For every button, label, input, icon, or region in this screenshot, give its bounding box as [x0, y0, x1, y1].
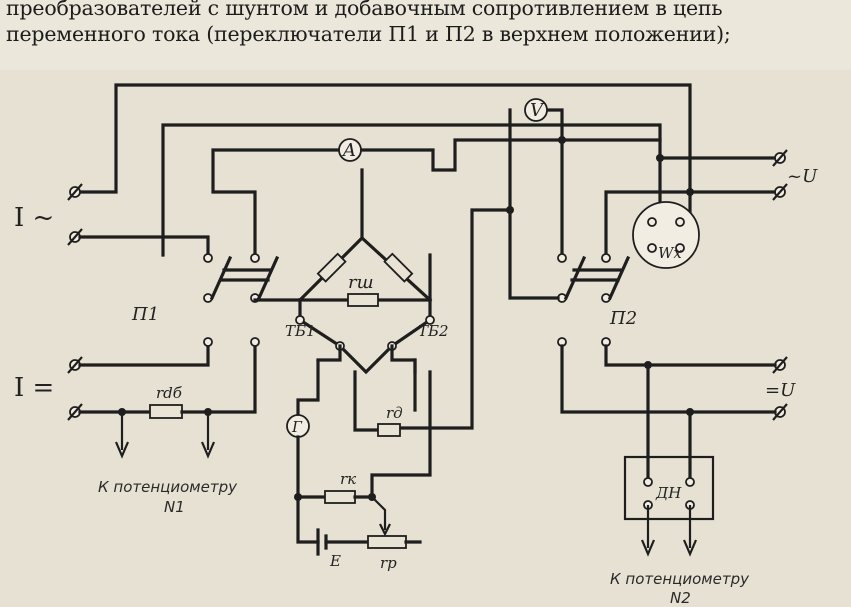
- top-wires: [73, 83, 777, 430]
- divider-label: ДН: [655, 484, 682, 502]
- voltmeter: V: [524, 98, 548, 122]
- resistor-k-label: rк: [340, 470, 356, 488]
- figure-caption: преобразователей с шунтом и добавочным с…: [0, 0, 851, 70]
- switch-p2: П2: [506, 136, 694, 347]
- switch2-label: П2: [609, 308, 637, 329]
- dc-shunt-label: rdб: [156, 384, 183, 402]
- voltmeter-label: V: [530, 100, 545, 121]
- add-resistor-label: rд: [386, 404, 403, 422]
- current-ac-label: I ~: [14, 203, 54, 233]
- dc-voltage-input: =U: [560, 344, 796, 482]
- dc-current-input: I = rdб: [14, 343, 257, 459]
- wattmeter: Wx: [632, 201, 700, 269]
- galvanometer-label: Г: [291, 418, 303, 436]
- tb2-label: ТБ2: [418, 322, 449, 340]
- ammeter-label: A: [341, 140, 356, 161]
- ammeter: A: [338, 138, 362, 162]
- shunt-bridge: rш ТБ1 ТБ2: [253, 168, 449, 375]
- voltage-dc-label: =U: [765, 380, 796, 401]
- voltage-ac-label: ~U: [787, 166, 818, 187]
- tb1-label: ТБ1: [285, 322, 316, 340]
- caption-line-2: переменного тока (переключатели П1 и П2 …: [6, 22, 731, 46]
- potentiometer2-note: К потенциометру: [610, 570, 750, 588]
- switch-p1: П1: [131, 253, 280, 347]
- voltage-divider: ДН: [623, 455, 715, 557]
- potentiometer2-number: N2: [670, 589, 691, 607]
- wattmeter-label: Wx: [658, 244, 682, 262]
- ac-voltage-input: ~U: [772, 149, 818, 201]
- ac-current-input: I ~: [14, 183, 210, 260]
- rheostat-label: rр: [380, 554, 397, 572]
- potentiometer1-note: К потенциометру: [98, 478, 238, 496]
- shunt-label: rш: [348, 272, 374, 293]
- switch1-label: П1: [131, 304, 159, 325]
- current-dc-label: I =: [14, 373, 54, 403]
- potentiometer1-number: N1: [164, 498, 185, 516]
- compensator-circuit: Г rк rд E rр: [286, 344, 432, 572]
- battery-label: E: [329, 552, 341, 570]
- caption-line-1: преобразователей с шунтом и добавочным с…: [6, 0, 723, 20]
